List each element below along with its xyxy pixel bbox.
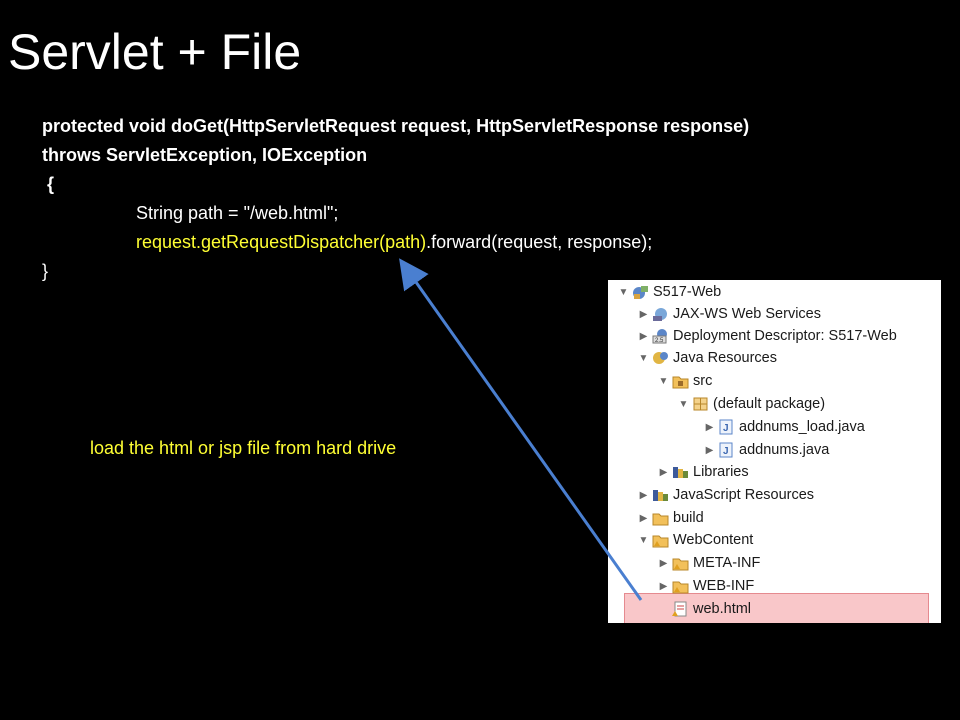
- tree-item-label: (default package): [713, 396, 826, 412]
- tree-item-label: addnums.java: [739, 442, 830, 458]
- java-file-icon: J: [718, 442, 735, 458]
- source-folder-icon: [672, 373, 689, 389]
- folder-icon: [652, 532, 669, 548]
- tree-item-deployment-descriptor[interactable]: ▶ 2.5 Deployment Descriptor: S517-Web: [638, 325, 897, 347]
- tree-item-libraries[interactable]: ▶ Libraries: [658, 461, 749, 483]
- folder-icon: [672, 578, 689, 594]
- tree-item-label: WEB-INF: [693, 578, 755, 594]
- libraries-icon: [652, 487, 669, 503]
- expanded-triangle-icon[interactable]: ▼: [638, 352, 649, 364]
- java-file-icon: J: [718, 419, 735, 435]
- tree-item-src[interactable]: ▼ src: [658, 370, 713, 392]
- tree-item-label: META-INF: [693, 555, 761, 571]
- tree-item-javascript-resources[interactable]: ▶ JavaScript Resources: [638, 484, 814, 506]
- code-line-path: String path = "/web.html";: [42, 199, 749, 228]
- folder-icon: [672, 555, 689, 571]
- tree-item-java-resources[interactable]: ▼ Java Resources: [638, 347, 777, 369]
- tree-item-label: addnums_load.java: [739, 419, 865, 435]
- web-services-icon: [652, 306, 669, 322]
- code-block: protected void doGet(HttpServletRequest …: [42, 112, 749, 286]
- code-line-close-brace: }: [42, 261, 49, 281]
- tree-item-label: Libraries: [693, 464, 749, 480]
- tree-item-label: WebContent: [673, 532, 754, 548]
- svg-text:J: J: [723, 423, 729, 434]
- tree-item-label: build: [673, 510, 704, 526]
- html-file-icon: [672, 601, 689, 617]
- expanded-triangle-icon[interactable]: ▼: [638, 534, 649, 546]
- package-icon: [692, 396, 709, 412]
- tree-item-label: src: [693, 373, 713, 389]
- code-path-statement: String path = "/web.html";: [136, 203, 339, 223]
- collapsed-triangle-icon[interactable]: ▶: [659, 557, 668, 569]
- code-dispatcher-call: request.getRequestDispatcher(path): [136, 232, 427, 252]
- tree-item-webcontent[interactable]: ▼ WebContent: [638, 529, 754, 551]
- code-line-signature: protected void doGet(HttpServletRequest …: [42, 116, 750, 136]
- java-resources-icon: [652, 350, 669, 366]
- tree-item-label: Java Resources: [673, 350, 777, 366]
- tree-item-label: JavaScript Resources: [673, 487, 815, 503]
- tree-item-jaxws[interactable]: ▶ JAX-WS Web Services: [638, 303, 821, 325]
- tree-item-web-html[interactable]: web.html: [658, 598, 751, 620]
- collapsed-triangle-icon[interactable]: ▶: [639, 330, 648, 342]
- expanded-triangle-icon[interactable]: ▼: [658, 375, 669, 387]
- tree-item-project[interactable]: ▼ S517-Web: [618, 281, 722, 303]
- code-forward-call: .forward(request, response);: [426, 232, 653, 252]
- collapsed-triangle-icon[interactable]: ▶: [639, 489, 648, 501]
- project-explorer-tree: ▼ S517-Web ▶ JAX-WS Web Services ▶ 2.5 D…: [608, 280, 941, 623]
- tree-item-label: JAX-WS Web Services: [673, 306, 821, 322]
- expanded-triangle-icon[interactable]: ▼: [618, 286, 629, 298]
- collapsed-triangle-icon[interactable]: ▶: [705, 444, 714, 456]
- code-line-throws: throws ServletException, IOException: [42, 145, 368, 165]
- folder-icon: [652, 510, 669, 526]
- svg-text:J: J: [723, 446, 729, 457]
- tree-item-label: web.html: [693, 601, 752, 617]
- libraries-icon: [672, 464, 689, 480]
- annotation-text: load the html or jsp file from hard driv…: [90, 438, 397, 458]
- tree-item-default-package[interactable]: ▼ (default package): [678, 393, 826, 415]
- tree-item-meta-inf[interactable]: ▶ META-INF: [658, 552, 761, 574]
- tree-item-label: Deployment Descriptor: S517-Web: [673, 328, 897, 344]
- tree-item-build[interactable]: ▶ build: [638, 507, 704, 529]
- selected-row-highlight: [624, 593, 929, 623]
- slide-title: Servlet + File: [8, 24, 302, 80]
- code-line-dispatch: request.getRequestDispatcher(path).forwa…: [42, 228, 749, 257]
- collapsed-triangle-icon[interactable]: ▶: [639, 512, 648, 524]
- deployment-descriptor-icon: 2.5: [652, 328, 669, 344]
- collapsed-triangle-icon[interactable]: ▶: [659, 466, 668, 478]
- tree-item-label: S517-Web: [653, 284, 722, 300]
- collapsed-triangle-icon[interactable]: ▶: [705, 421, 714, 433]
- collapsed-triangle-icon[interactable]: ▶: [659, 580, 668, 592]
- web-project-icon: [632, 284, 649, 300]
- collapsed-triangle-icon[interactable]: ▶: [639, 308, 648, 320]
- svg-text:2.5: 2.5: [655, 338, 664, 344]
- tree-item-web-inf[interactable]: ▶ WEB-INF: [658, 575, 755, 597]
- tree-item-addnums[interactable]: ▶ J addnums.java: [704, 439, 830, 461]
- tree-item-addnums-load[interactable]: ▶ J addnums_load.java: [704, 416, 865, 438]
- code-line-open-brace: {: [42, 174, 55, 194]
- expanded-triangle-icon[interactable]: ▼: [678, 398, 689, 410]
